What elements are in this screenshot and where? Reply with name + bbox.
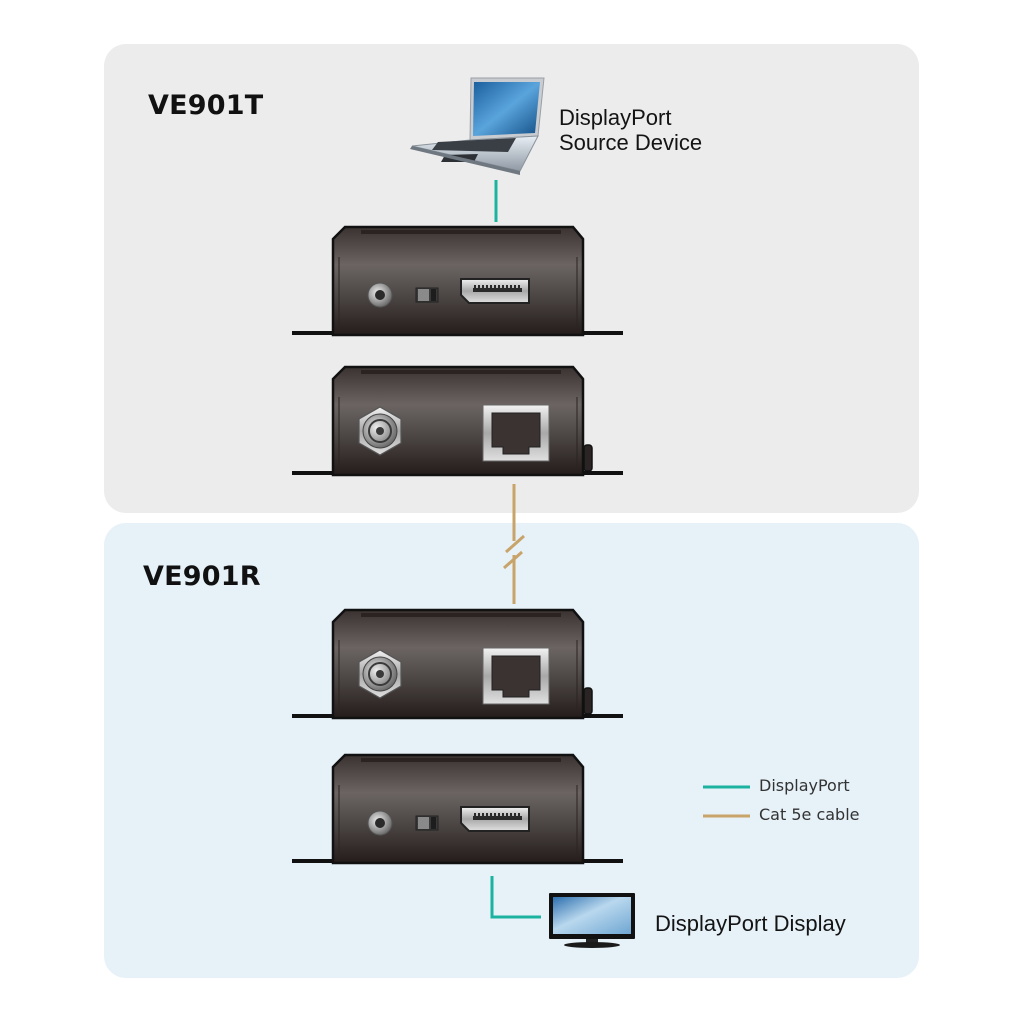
receiver-model-title: VE901R xyxy=(143,561,261,592)
monitor-icon xyxy=(549,893,635,948)
cat5e-cable xyxy=(503,484,525,604)
source-device-label: DisplayPort Source Device xyxy=(559,105,702,155)
receiver-panel xyxy=(104,523,919,978)
legend-displayport-label: DisplayPort xyxy=(759,776,850,795)
ve901r-front-unit xyxy=(290,753,625,865)
legend-cat5e-label: Cat 5e cable xyxy=(759,805,860,824)
ve901r-rear-unit xyxy=(290,608,625,720)
ve901t-rear-unit xyxy=(290,365,625,477)
transmitter-model-title: VE901T xyxy=(148,90,264,121)
source-device-label-line1: DisplayPort xyxy=(559,105,672,130)
display-label: DisplayPort Display xyxy=(655,911,846,936)
ve901t-front-unit xyxy=(290,225,625,337)
laptop-icon xyxy=(410,77,545,175)
displayport-cable-display xyxy=(490,876,541,919)
source-device-label-line2: Source Device xyxy=(559,130,703,155)
